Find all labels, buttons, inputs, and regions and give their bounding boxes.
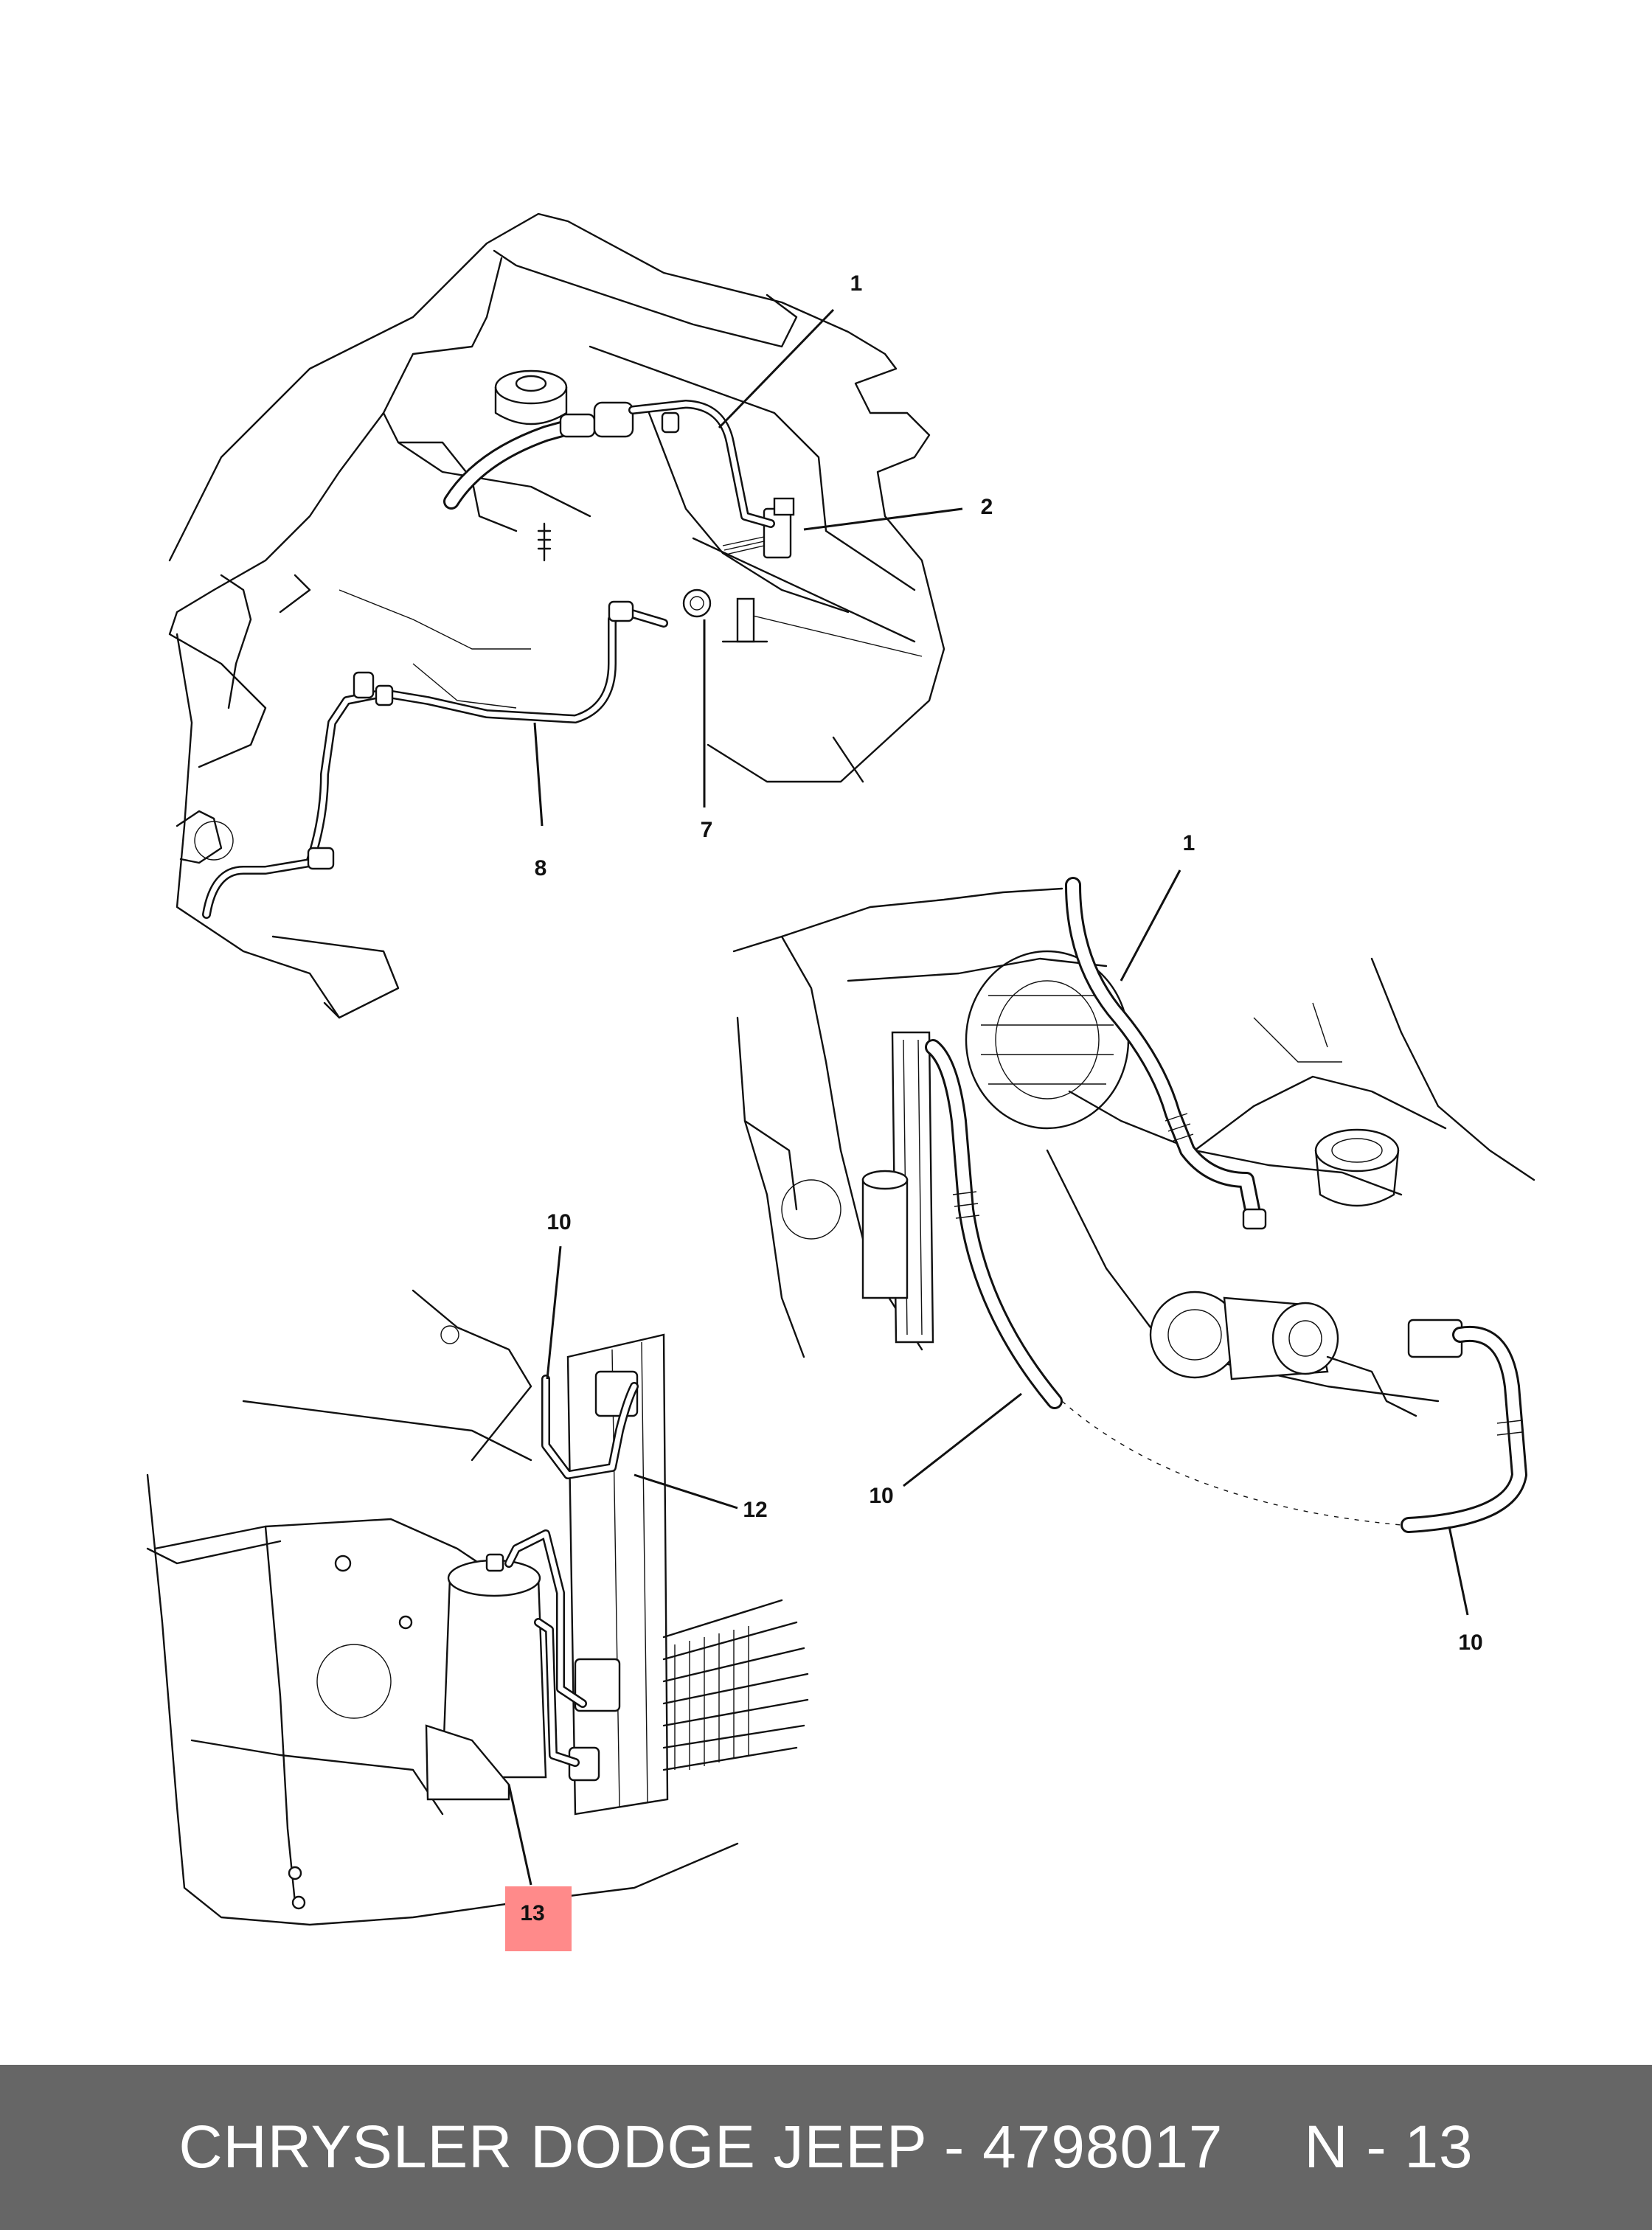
callout-12: 12	[743, 1498, 767, 1522]
parts-diagram: 1 2 7 8 1 10 12 10 10 13	[146, 212, 1535, 1951]
callout-1-right: 1	[1183, 831, 1195, 855]
callout-2: 2	[981, 495, 993, 519]
callout-7: 7	[701, 818, 713, 842]
receiver-drier-part	[425, 1553, 547, 1801]
lower-view-drier	[146, 1246, 809, 1951]
callout-13: 13	[520, 1901, 544, 1925]
condenser-fins	[662, 1599, 809, 1771]
callout-10-top: 10	[546, 1210, 571, 1234]
highlight-box-13	[505, 1886, 572, 1951]
callout-1-top: 1	[850, 271, 863, 296]
footer-brand-part-number: CHRYSLER DODGE JEEP - 4798017	[178, 2113, 1224, 2181]
footer-page-reference: N - 13	[1304, 2113, 1474, 2181]
callout-10-mid: 10	[869, 1484, 893, 1508]
top-view-engine-bay	[168, 212, 963, 1019]
callout-8: 8	[535, 856, 547, 880]
footer-bar: CHRYSLER DODGE JEEP - 4798017 N - 13	[0, 2065, 1652, 2230]
callout-10-right: 10	[1458, 1630, 1482, 1655]
right-view-compressor	[732, 869, 1535, 1616]
